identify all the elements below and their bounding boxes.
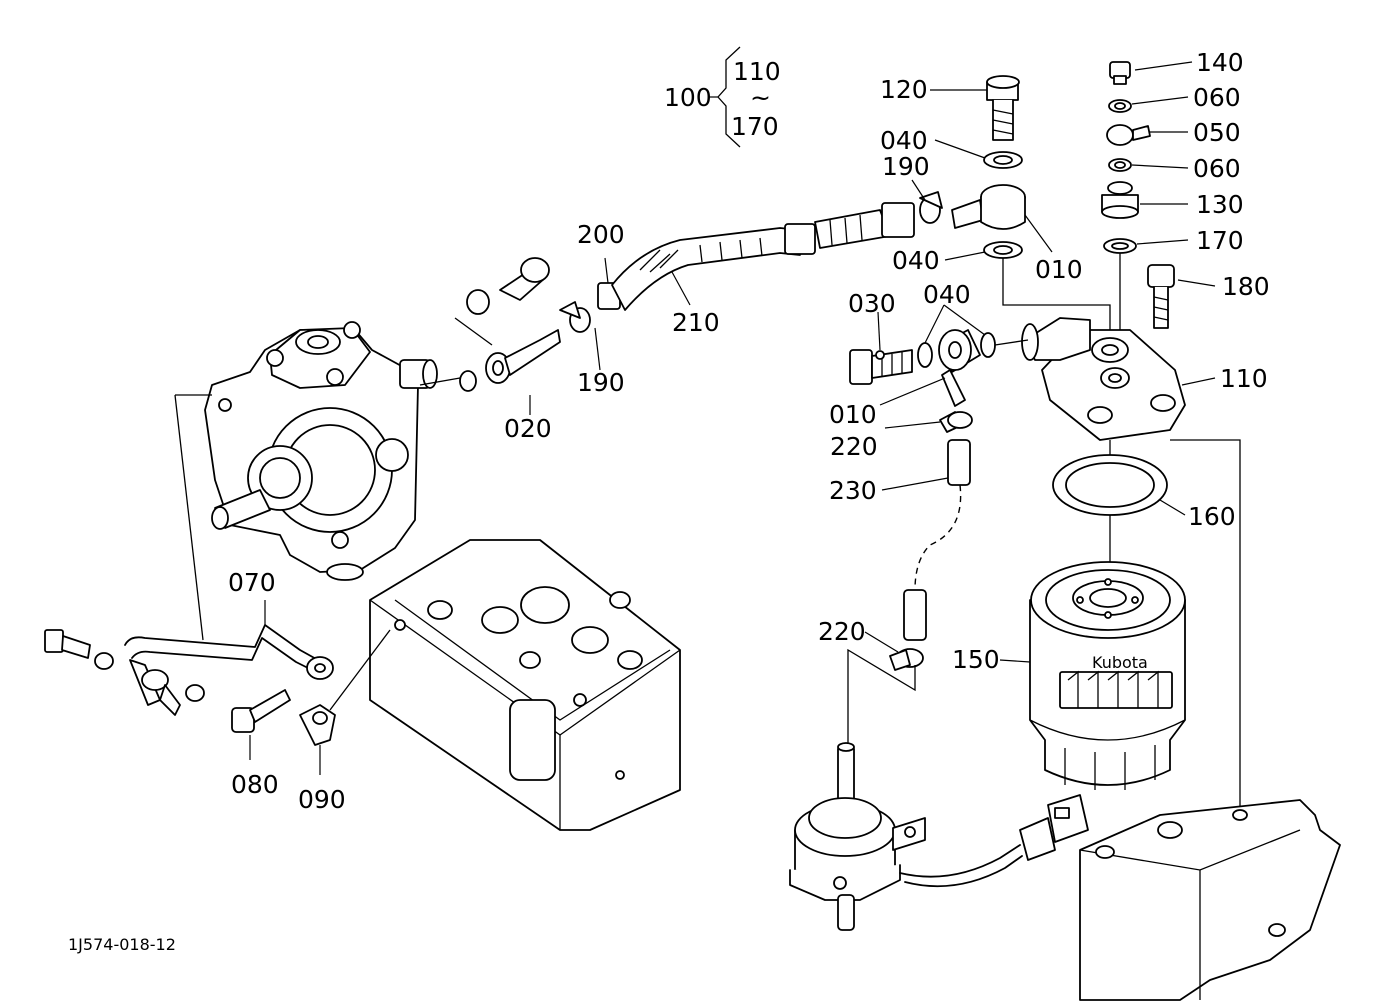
group-range-symbol: ~ xyxy=(750,83,771,112)
callout-130: 130 xyxy=(1196,190,1244,219)
callout-010-b: 010 xyxy=(829,400,877,429)
callout-170: 170 xyxy=(1196,226,1244,255)
callout-090: 090 xyxy=(298,785,346,814)
callout-040-b: 040 xyxy=(892,246,940,275)
callout-230: 230 xyxy=(829,476,877,505)
callout-050: 050 xyxy=(1193,118,1241,147)
group-label: 100 xyxy=(664,83,712,112)
fuel-filter-150: Kubota xyxy=(999,561,1186,790)
callout-120: 120 xyxy=(880,75,928,104)
callout-160: 160 xyxy=(1188,502,1236,531)
callout-190-b: 190 xyxy=(577,368,625,397)
clamp-190-lower xyxy=(559,301,601,371)
clamp-090 xyxy=(299,629,391,775)
mounting-bracket xyxy=(1079,799,1341,1001)
callout-110: 110 xyxy=(1220,364,1268,393)
electric-fuel-pump xyxy=(789,742,1089,931)
callout-040-c: 040 xyxy=(923,280,971,309)
clamp-190-upper xyxy=(911,179,943,224)
gasket-160 xyxy=(1052,454,1186,516)
bolt-080 xyxy=(231,689,291,760)
callout-010-a: 010 xyxy=(1035,255,1083,284)
callout-200: 200 xyxy=(577,220,625,249)
fuel-injection-pump xyxy=(174,321,438,641)
group-range-start: 110 xyxy=(733,57,781,86)
callout-150: 150 xyxy=(952,645,1000,674)
callout-220-b: 220 xyxy=(818,617,866,646)
callout-030: 030 xyxy=(848,289,896,318)
callout-190-a: 190 xyxy=(882,152,930,181)
filter-brand-text: Kubota xyxy=(1092,653,1148,672)
fuel-pipe-070 xyxy=(44,600,334,716)
cylinder-head xyxy=(369,539,681,831)
banjo-010-upper xyxy=(930,75,1111,340)
callout-060-a: 060 xyxy=(1193,83,1241,112)
callout-180: 180 xyxy=(1222,272,1270,301)
bolt-180 xyxy=(1147,264,1216,329)
group-range-end: 170 xyxy=(731,112,779,141)
fuel-hose-210 xyxy=(597,202,915,311)
callout-040-a: 040 xyxy=(880,126,928,155)
callout-220-a: 220 xyxy=(830,432,878,461)
group-bracket xyxy=(708,46,741,148)
diagram-code: 1J574-018-12 xyxy=(68,935,176,954)
banjo-fitting-020 xyxy=(419,257,561,415)
fuel-hose-230 xyxy=(847,411,973,745)
banjo-010-lower xyxy=(849,304,1029,407)
callout-020: 020 xyxy=(504,414,552,443)
callout-080: 080 xyxy=(231,770,279,799)
air-vent-stack xyxy=(1101,61,1193,340)
callout-210: 210 xyxy=(672,308,720,337)
callout-070: 070 xyxy=(228,568,276,597)
callout-labels: 100 110 ~ 170 140 120 060 050 040 060 19… xyxy=(68,48,1270,954)
callout-060-b: 060 xyxy=(1193,154,1241,183)
callout-140: 140 xyxy=(1196,48,1244,77)
